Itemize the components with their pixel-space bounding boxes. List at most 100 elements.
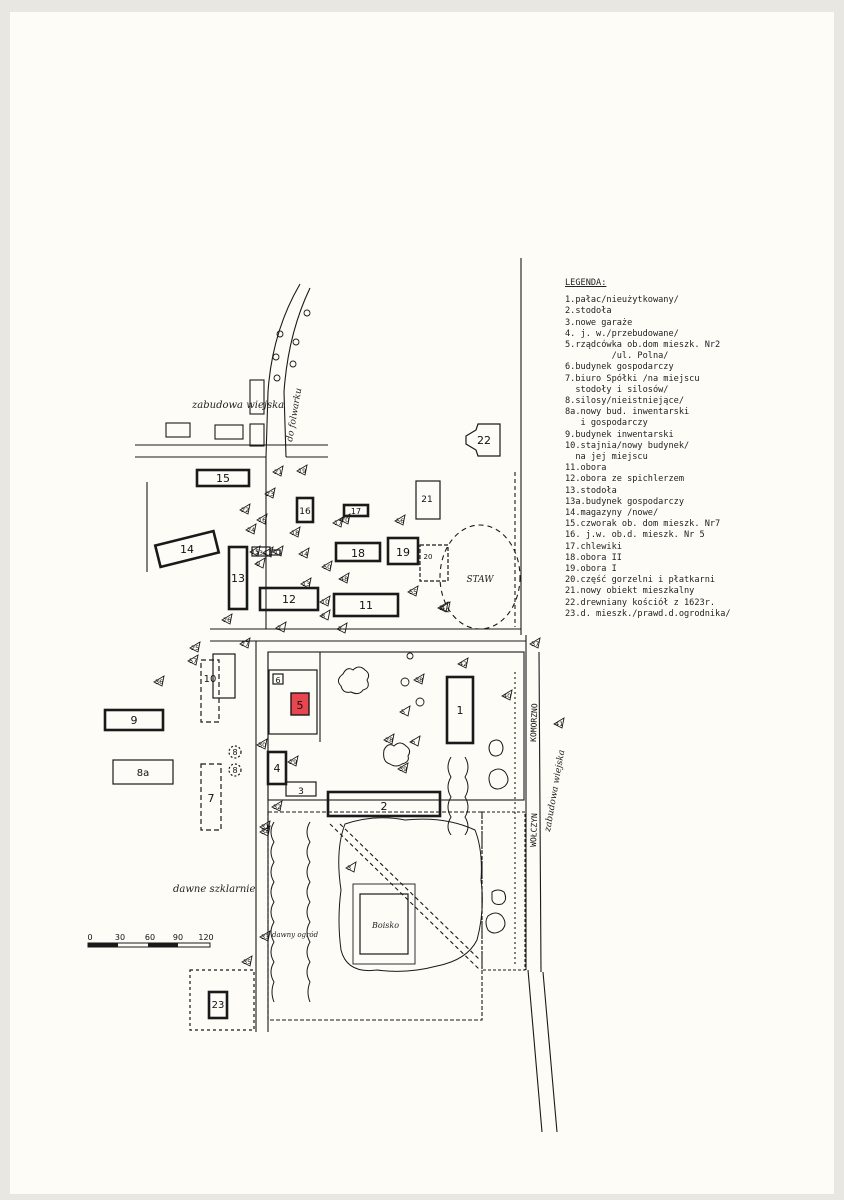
building-7 — [200, 763, 222, 831]
legend-item: 15.czworak ob. dom mieszk. Nr7 — [565, 519, 721, 530]
viewpoint-marker — [153, 675, 165, 687]
viewpoint-marker — [437, 601, 449, 613]
legend-item: 11.obora — [565, 463, 607, 474]
viewpoint-label: 36 — [155, 678, 163, 686]
viewpoint-marker — [187, 654, 199, 666]
viewpoint-marker — [259, 930, 271, 942]
label-road-north: do folwarku — [285, 387, 304, 442]
viewpoint-marker — [407, 585, 419, 597]
viewpoint-marker — [296, 464, 308, 476]
viewpoint-marker — [287, 755, 299, 767]
label-10: 10 — [204, 674, 217, 685]
building-2 — [326, 790, 442, 818]
viewpoint-label: 14 — [300, 550, 308, 558]
viewpoint-label: 28 — [385, 736, 393, 744]
legend-item: 8a.nowy bud. inwentarski — [565, 407, 690, 418]
legend-item: 12.obora ze spichlerzem — [565, 474, 684, 485]
scale-tick-label: 60 — [145, 933, 155, 942]
legend-item: 13a.budynek gospodarczy — [565, 496, 684, 507]
legend-item: 16. j.w. ob.d. mieszk. Nr 5 — [565, 530, 705, 541]
viewpoint-marker — [289, 526, 301, 538]
label-23: 23 — [212, 1000, 225, 1011]
label-13a: 13a — [255, 550, 267, 557]
viewpoint-marker — [339, 513, 351, 525]
viewpoint-marker — [189, 641, 201, 653]
viewpoint-label: 2 — [277, 624, 281, 632]
viewpoint-label: 10 — [321, 598, 329, 606]
scale-tick-label: 30 — [115, 933, 125, 942]
viewpoint-marker — [239, 503, 251, 515]
building-13 — [227, 545, 249, 611]
legend-item: 4. j. w./przebudowane/ — [565, 328, 679, 339]
viewpoint-label: 40 — [503, 692, 511, 700]
building-9 — [103, 708, 165, 732]
viewpoint-label: 7 — [338, 625, 342, 633]
silo-8a — [228, 745, 242, 759]
viewpoint-label: 19 — [298, 467, 306, 475]
viewpoint-label: 11 — [274, 548, 282, 556]
building-22 — [465, 423, 501, 457]
viewpoint-marker — [439, 601, 451, 613]
viewpoint-label: 34 — [261, 828, 269, 836]
viewpoint-label: 4 — [441, 604, 445, 612]
viewpoint-marker — [259, 825, 271, 837]
viewpoint-marker — [262, 546, 274, 558]
label-9: 9 — [131, 714, 138, 727]
label-11: 11 — [359, 599, 373, 612]
building-17 — [342, 503, 370, 518]
viewpoint-label: 30 — [258, 741, 266, 749]
viewpoint-marker — [529, 637, 541, 649]
label-pond: STAW — [466, 575, 494, 585]
viewpoint-marker — [239, 637, 251, 649]
legend-item: 19.obora I — [565, 564, 617, 575]
label-14: 14 — [180, 543, 194, 556]
viewpoint-marker — [272, 465, 284, 477]
label-6: 6 — [275, 676, 280, 685]
building-3 — [285, 781, 317, 797]
legend-item: /ul. Polna/ — [565, 351, 669, 362]
viewpoint-label: 16 — [258, 516, 266, 524]
viewpoint-marker — [272, 545, 284, 557]
building-14 — [153, 529, 221, 569]
label-komorzno: KOMORZNO — [529, 703, 539, 742]
viewpoint-label: 15 — [251, 548, 259, 556]
legend-item: 3.nowe garaże — [565, 317, 633, 328]
legend-item: 13.stodoła — [565, 485, 617, 496]
label-road-east: zabudowa wiejska — [543, 749, 567, 833]
label-wolczyn: WOŁCZYN — [529, 813, 539, 847]
viewpoint-label: 32 — [273, 803, 281, 811]
viewpoint-marker — [553, 717, 565, 729]
building-10 — [200, 659, 220, 723]
viewpoint-label: 48 — [340, 575, 348, 583]
viewpoint-marker — [254, 557, 266, 569]
viewpoint-label: 12 — [264, 549, 272, 557]
legend-item: 18.obora II — [565, 552, 622, 563]
viewpoint-marker — [399, 705, 411, 717]
viewpoint-label: 31 — [261, 823, 269, 831]
scale-tick-label: 0 — [87, 933, 92, 942]
label-silo-8b: 8 — [232, 766, 237, 775]
label-greenhouses: dawne szklarnie — [173, 884, 255, 895]
building-19 — [386, 536, 420, 566]
legend-item: stodoły i silosów/ — [565, 384, 669, 395]
viewpoint-label: 26 — [223, 616, 231, 624]
legend-item: 23.d. mieszk./prawd.d.ogrodnika/ — [565, 608, 731, 619]
legend-item: 8.silosy/nieistniejące/ — [565, 396, 684, 407]
label-20: 20 — [424, 553, 433, 561]
label-16: 16 — [299, 507, 311, 517]
viewpoint-label: 1 — [439, 604, 443, 612]
viewpoint-label: 27 — [241, 640, 249, 648]
viewpoint-marker — [501, 689, 513, 701]
building-8a — [112, 759, 174, 785]
label-4: 4 — [274, 762, 281, 775]
viewpoint-label: 8 — [321, 612, 325, 620]
building-18 — [334, 541, 382, 563]
building-20 — [419, 544, 449, 582]
building-23 — [207, 990, 229, 1020]
viewpoint-marker — [332, 516, 344, 528]
viewpoint-label: 29 — [289, 758, 297, 766]
viewpoint-label: 5 — [401, 708, 405, 716]
viewpoint-marker — [338, 572, 350, 584]
label-8a: 8a — [137, 768, 150, 779]
